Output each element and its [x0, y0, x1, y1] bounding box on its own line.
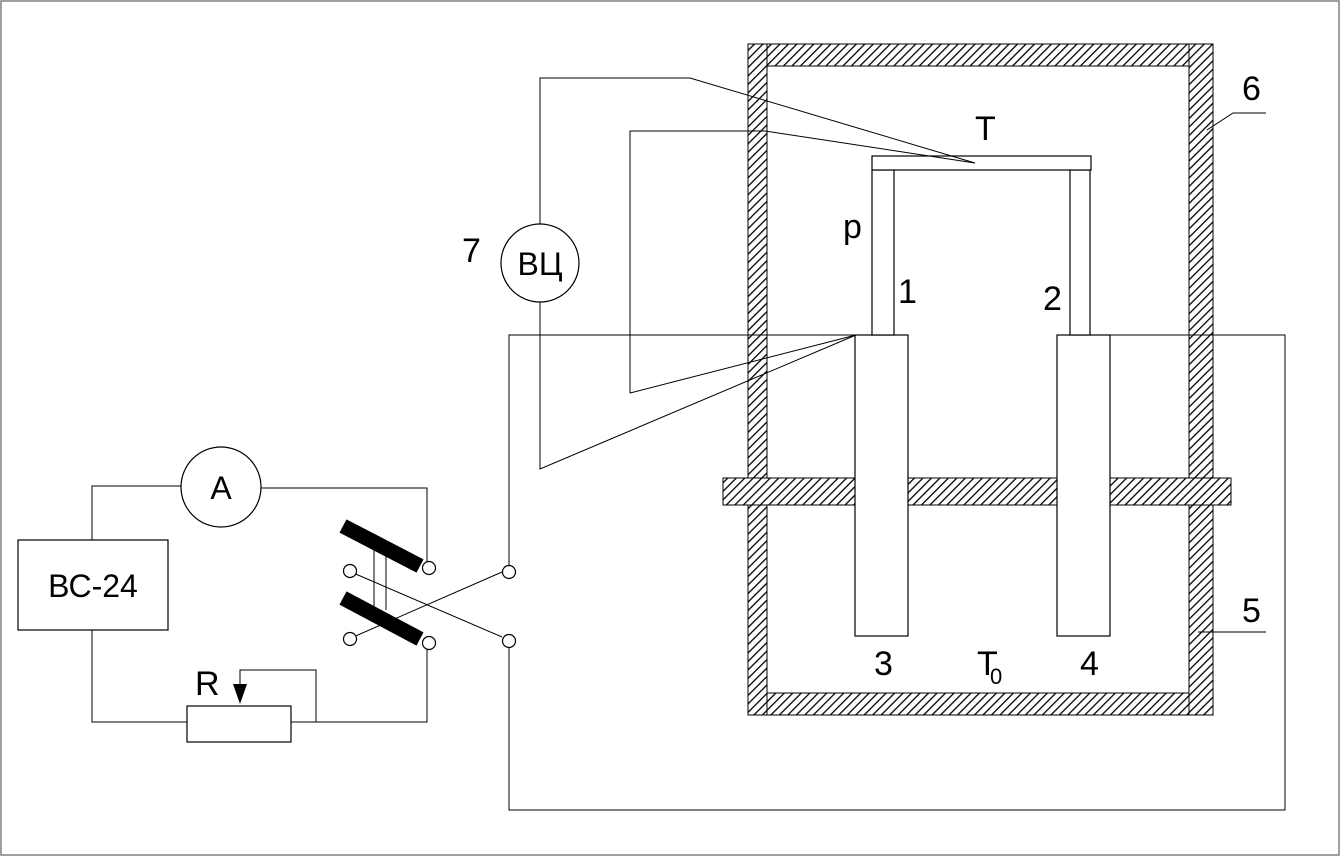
switch-blade-upper [339, 519, 424, 573]
label-7: 7 [462, 232, 481, 270]
label-4: 4 [1080, 645, 1099, 683]
label-5: 5 [1242, 592, 1261, 630]
label-temp-top: T [975, 110, 996, 148]
voltmeter-label: ВЦ [517, 246, 562, 282]
resistor-label: R [195, 665, 220, 703]
insulating-plate [722, 477, 1232, 506]
switch-terminals [342, 560, 517, 651]
ammeter-label: A [210, 470, 232, 506]
label-temp-bottom-subscript: 0 [990, 664, 1002, 689]
label-1: 1 [898, 273, 917, 311]
power-supply [17, 539, 169, 631]
voltmeter [500, 223, 580, 303]
label-3: 3 [874, 645, 893, 683]
switch-blade-lower [339, 591, 424, 646]
label-6: 6 [1242, 70, 1261, 108]
insulated-chamber [747, 43, 1214, 716]
block-4 [1056, 334, 1111, 637]
power-supply-label: ВС-24 [48, 568, 138, 604]
resistor [186, 705, 292, 743]
leg-2 [1069, 169, 1091, 336]
ammeter [180, 446, 262, 528]
top-bridge [871, 155, 1092, 171]
power-circuit-wires [91, 485, 503, 723]
thermocouple-wires [539, 77, 976, 470]
label-p: p [843, 208, 862, 246]
current-wires [508, 334, 1286, 811]
label-2: 2 [1043, 280, 1062, 318]
leg-1 [871, 169, 895, 336]
block-3 [854, 334, 909, 637]
resistor-wiper-arrow [233, 684, 247, 704]
leader-6 [1206, 112, 1266, 131]
label-temp-bottom: T [977, 645, 998, 683]
